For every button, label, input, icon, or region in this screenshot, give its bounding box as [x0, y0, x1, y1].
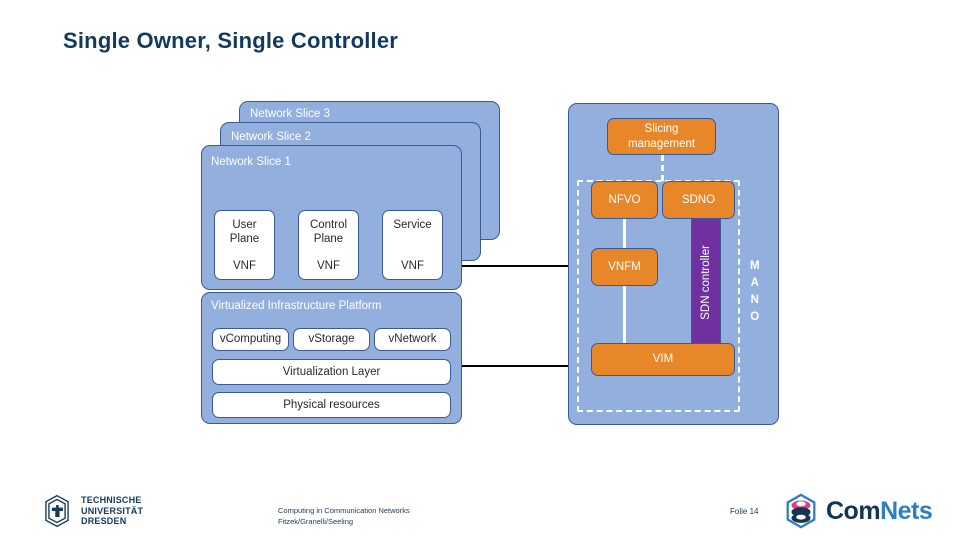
vnfm-box[interactable]: VNFM: [591, 248, 658, 286]
control-plane-vnf-title: Control Plane: [309, 219, 348, 246]
sdn-controller-label: SDN controller: [700, 244, 712, 320]
virtualization-layer-box[interactable]: Virtualization Layer: [212, 359, 451, 385]
network-slice-1-label: Network Slice 1: [211, 156, 291, 168]
network-slice-2-label: Network Slice 2: [231, 131, 311, 143]
mano-label: M A N O: [749, 260, 761, 323]
connector-slice-to-vnfm: [452, 265, 610, 267]
virtualized-infrastructure-title: Virtualized Infrastructure Platform: [211, 300, 382, 312]
vnetwork-box[interactable]: vNetwork: [374, 328, 451, 351]
vcomputing-box[interactable]: vComputing: [212, 328, 289, 351]
user-plane-vnf-title: User Plane: [229, 219, 260, 246]
service-vnf-type: VNF: [401, 259, 424, 272]
footer-divider: [0, 481, 960, 482]
sdno-box[interactable]: SDNO: [662, 181, 735, 219]
comnets-word-com: Com: [826, 496, 881, 525]
slicing-management-label: Slicing management: [627, 122, 696, 150]
slide-number: Folie 14: [730, 507, 759, 516]
comnets-wordmark: ComNets: [826, 496, 933, 526]
physical-resources-box[interactable]: Physical resources: [212, 392, 451, 418]
service-vnf-title: Service: [393, 219, 432, 231]
comnets-logo: ComNets: [782, 492, 933, 530]
network-slice-3-label: Network Slice 3: [250, 108, 330, 120]
page-title: Single Owner, Single Controller: [63, 28, 399, 53]
comnets-mark-icon: [786, 493, 816, 529]
control-plane-vnf-type: VNF: [317, 259, 340, 272]
service-vnf-box[interactable]: Service VNF: [382, 210, 443, 280]
tu-dresden-logo: TECHNISCHE UNIVERSITÄT DRESDEN: [40, 494, 143, 528]
user-plane-vnf-box[interactable]: User Plane VNF: [214, 210, 275, 280]
user-plane-vnf-type: VNF: [233, 259, 256, 272]
vim-box[interactable]: VIM: [591, 343, 735, 376]
tu-dresden-mark-icon: [45, 494, 69, 528]
connector-infrastructure-to-vim: [452, 365, 610, 367]
footer-citation: Computing in Communication Networks Fitz…: [278, 505, 410, 527]
footer-book-title: Computing in Communication Networks: [278, 506, 410, 515]
slicing-management-box[interactable]: Slicing management: [607, 118, 716, 155]
connector-slicing-to-mano: [661, 155, 664, 181]
control-plane-vnf-box[interactable]: Control Plane VNF: [298, 210, 359, 280]
comnets-word-nets: Nets: [880, 496, 933, 525]
footer-authors: Fitzek/Granelli/Seeling: [278, 517, 354, 526]
sdn-controller-box[interactable]: SDN controller: [691, 213, 721, 351]
vstorage-box[interactable]: vStorage: [293, 328, 370, 351]
nfvo-box[interactable]: NFVO: [591, 181, 658, 219]
mano-boundary: [577, 180, 740, 412]
tu-dresden-wordmark: TECHNISCHE UNIVERSITÄT DRESDEN: [81, 495, 144, 527]
